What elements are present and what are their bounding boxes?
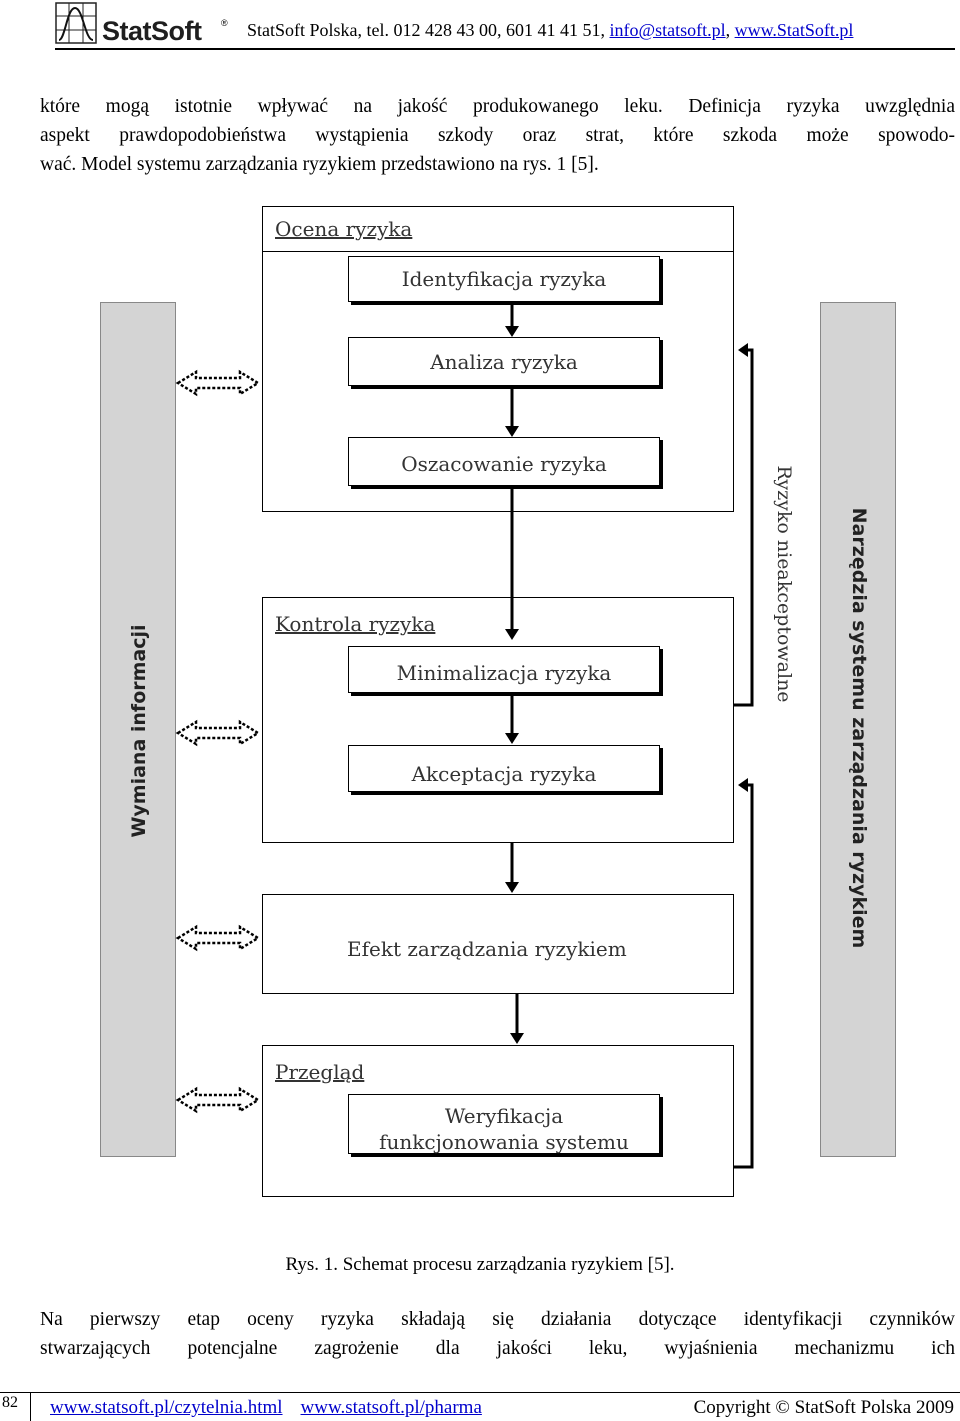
minimization-box: Minimalizacja ryzyka <box>348 646 660 693</box>
figure-caption: Rys. 1. Schemat procesu zarządzania ryzy… <box>285 1254 675 1275</box>
flow-arrow-down <box>505 386 519 437</box>
identification-box: Identyfikacja ryzyka <box>348 256 660 302</box>
risk-control-box: Kontrola ryzyka <box>262 597 734 843</box>
information-exchange-arrow-icon <box>175 369 261 397</box>
contact-text: StatSoft Polska, tel. 012 428 43 00, 601… <box>247 20 610 40</box>
evaluation-label: Oszacowanie ryzyka <box>401 452 607 476</box>
outcome-label: Efekt zarządzania ryzykiem <box>347 937 627 961</box>
pharma-link[interactable]: www.statsoft.pl/pharma <box>300 1397 482 1418</box>
flow-arrow-down <box>505 486 519 640</box>
acceptance-box: Akceptacja ryzyka <box>348 745 660 792</box>
risk-assessment-header: Ocena ryzyka <box>262 206 734 252</box>
flow-arrow-down <box>505 843 519 893</box>
analysis-label: Analiza ryzyka <box>430 350 578 374</box>
information-exchange-bar: Wymiana informacji <box>100 302 176 1157</box>
page-number-divider <box>30 1392 31 1421</box>
risk-control-title: Kontrola ryzyka <box>275 612 436 636</box>
outro-line: Na pierwszy etap oceny ryzyka składają s… <box>40 1309 955 1330</box>
intro-paragraph: które mogą istotnie wpływać na jakość pr… <box>40 92 955 179</box>
acceptance-label: Akceptacja ryzyka <box>411 762 597 786</box>
feedback-loop-lower <box>734 778 754 1169</box>
header-contact: StatSoft Polska, tel. 012 428 43 00, 601… <box>247 20 853 41</box>
information-exchange-arrow-icon <box>175 719 261 747</box>
header-divider <box>55 48 955 50</box>
email-link[interactable]: info@statsoft.pl <box>609 20 726 40</box>
page-number: 82 <box>2 1394 18 1411</box>
outro-line: stwarzających potencjalne zagrożenie dla… <box>40 1338 955 1359</box>
evaluation-box: Oszacowanie ryzyka <box>348 437 660 486</box>
outcome-box: Efekt zarządzania ryzykiem <box>262 894 734 994</box>
copyright: Copyright © StatSoft Polska 2009 <box>693 1397 954 1418</box>
review-title: Przegląd <box>275 1060 365 1084</box>
feedback-loop-upper <box>734 343 754 707</box>
footer-links: www.statsoft.pl/czytelnia.html www.statso… <box>50 1397 500 1419</box>
analysis-box: Analiza ryzyka <box>348 337 660 386</box>
outro-paragraph: Na pierwszy etap oceny ryzyka składają s… <box>40 1305 955 1363</box>
registered-mark: ® <box>221 18 228 28</box>
statsoft-logo-icon <box>55 2 97 44</box>
risk-assessment-title: Ocena ryzyka <box>275 217 413 241</box>
information-exchange-arrow-icon <box>175 924 261 952</box>
intro-line: które mogą istotnie wpływać na jakość pr… <box>40 96 955 117</box>
identification-label: Identyfikacja ryzyka <box>401 267 607 291</box>
reading-room-link[interactable]: www.statsoft.pl/czytelnia.html <box>50 1397 283 1418</box>
footer-divider <box>0 1392 960 1393</box>
flow-arrow-down <box>505 693 519 744</box>
page-header: StatSoft ® StatSoft Polska, tel. 012 428… <box>0 0 960 58</box>
verification-label-line1: Weryfikacja <box>444 1104 564 1128</box>
minimization-label: Minimalizacja ryzyka <box>396 661 612 685</box>
verification-label-line2: funkcjonowania systemu <box>379 1130 629 1154</box>
website-link[interactable]: www.StatSoft.pl <box>734 20 854 40</box>
logo-text: StatSoft <box>102 16 202 46</box>
flow-arrow-down <box>510 994 524 1044</box>
tools-bar: Narzędzia systemu zarządzania ryzykiem <box>820 302 896 1157</box>
verification-box: Weryfikacja funkcjonowania systemu <box>348 1094 660 1154</box>
intro-line: aspekt prawdopodobieństwa wystąpienia sz… <box>40 125 955 146</box>
intro-line: wać. Model systemu zarządzania ryzykiem … <box>40 154 599 175</box>
flow-arrow-down <box>505 302 519 337</box>
contact-separator: , <box>725 20 735 40</box>
information-exchange-arrow-icon <box>175 1086 261 1114</box>
